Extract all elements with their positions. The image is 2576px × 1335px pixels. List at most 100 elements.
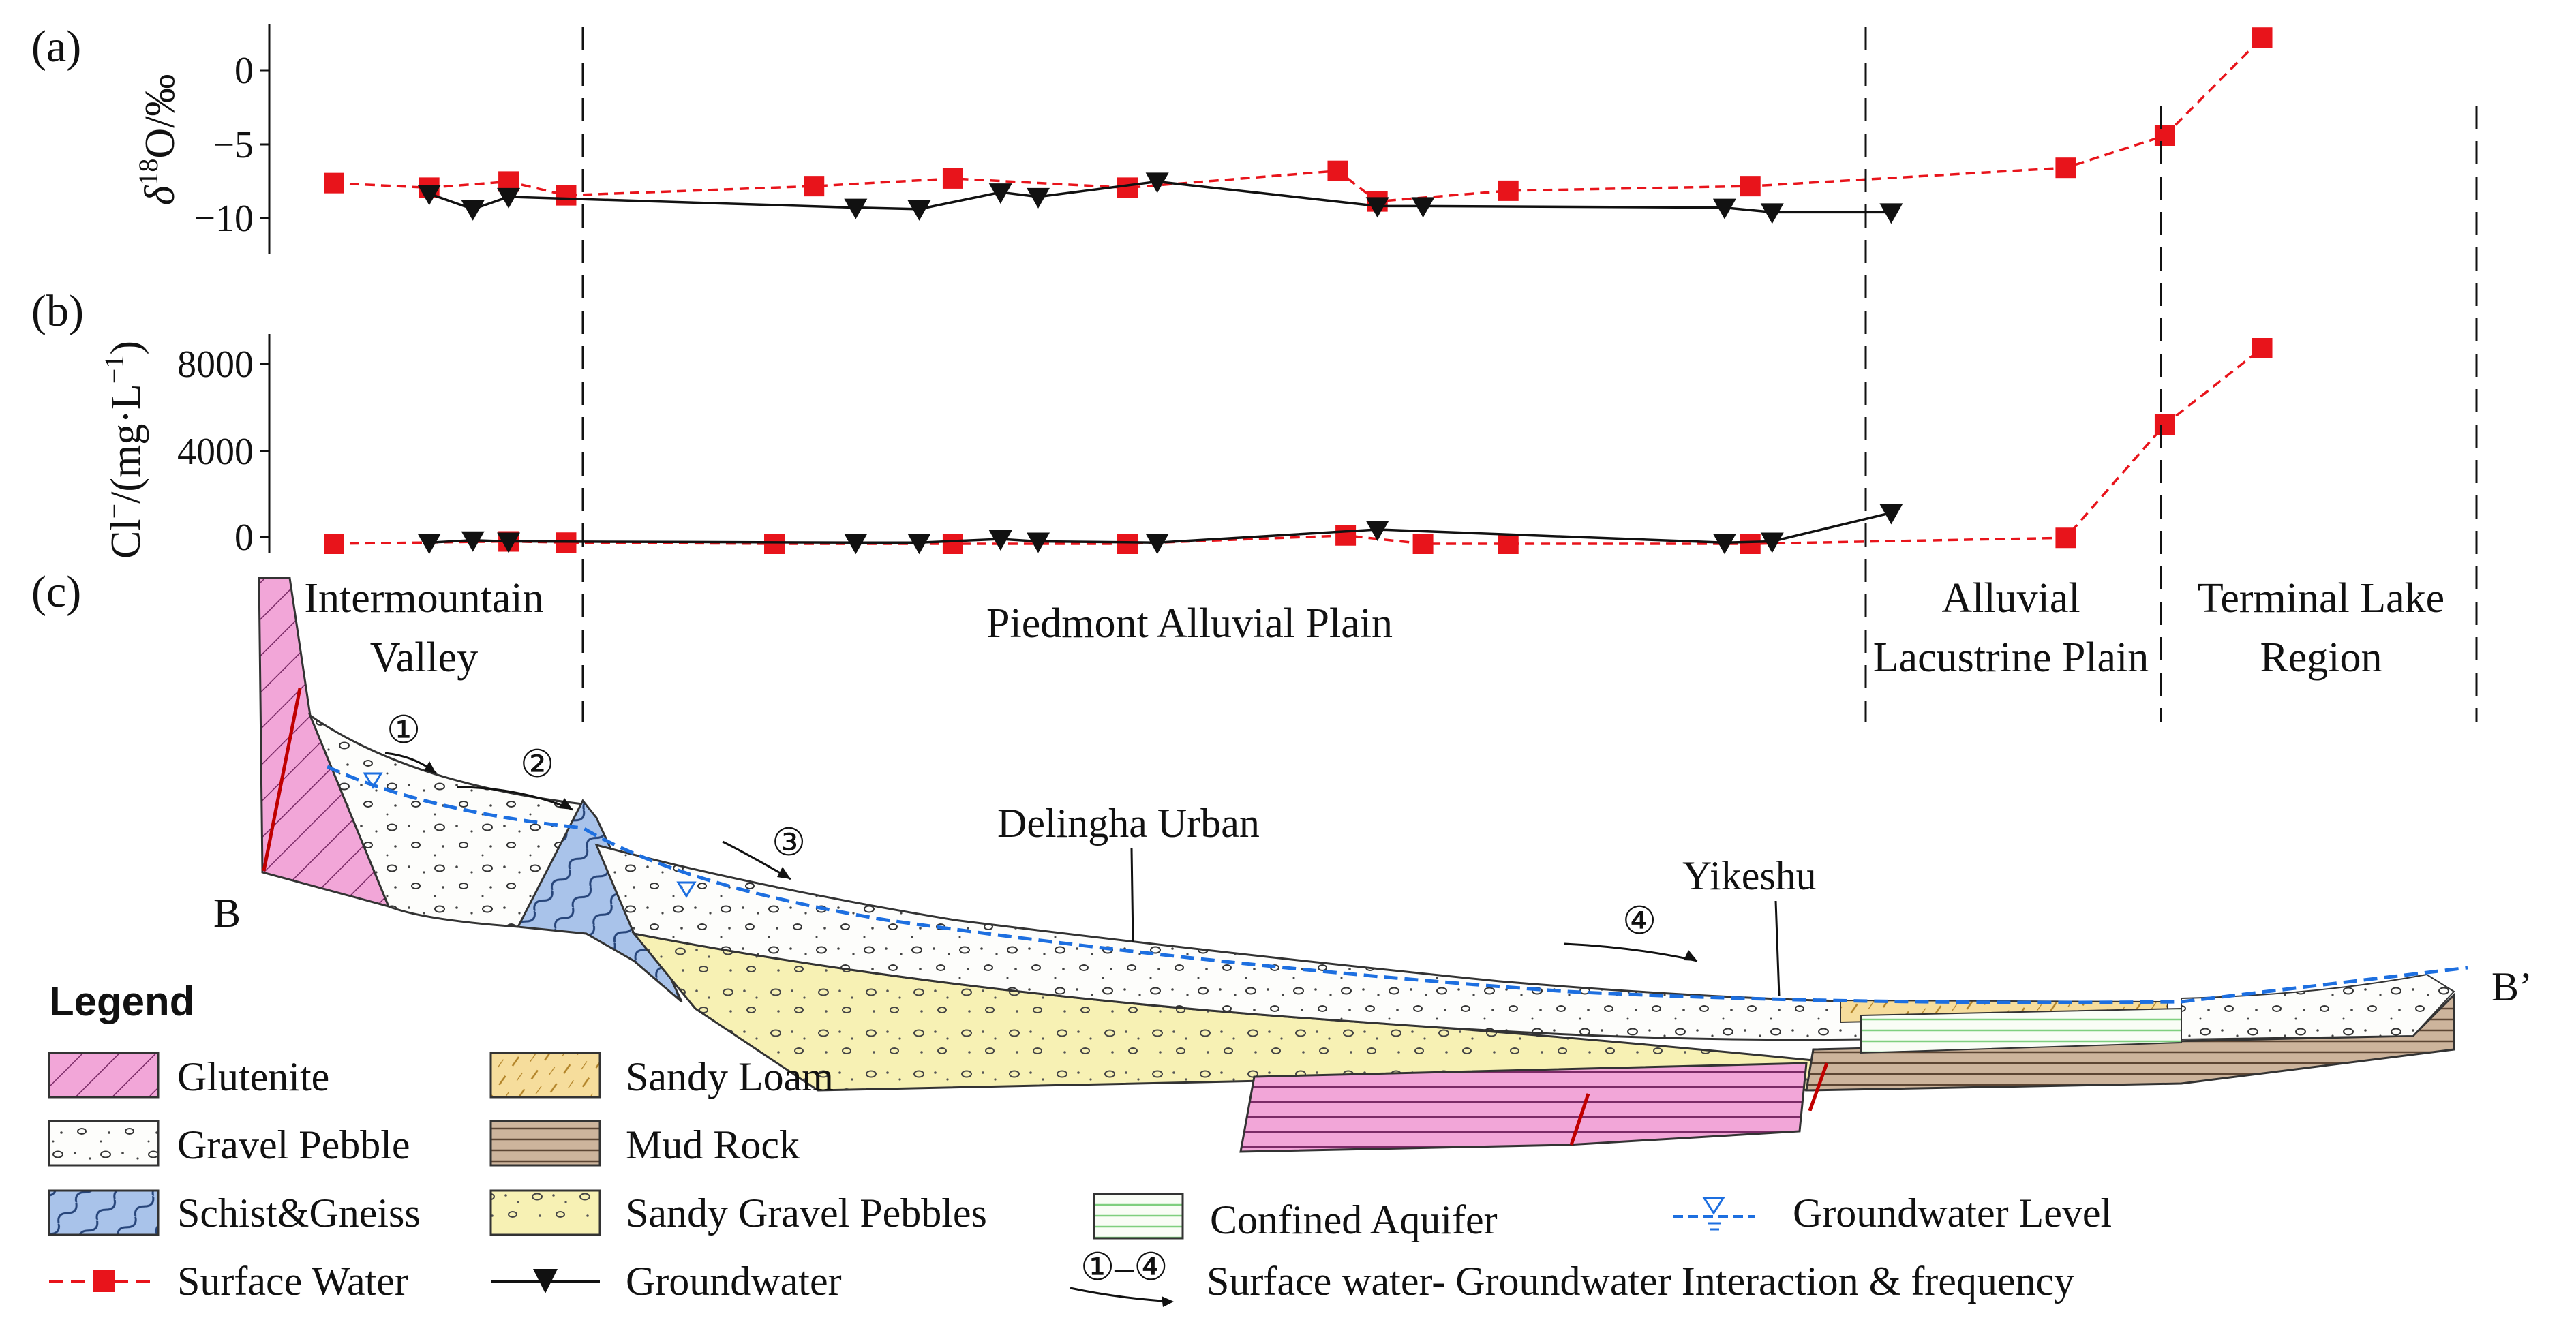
interaction-legend-arrow-icon bbox=[1070, 1287, 1173, 1303]
cross-section bbox=[258, 577, 2468, 1153]
fault-line bbox=[1569, 1093, 1590, 1146]
panel-a-tick-label: −10 bbox=[194, 198, 254, 240]
place-delingha-urban: Delingha Urban bbox=[997, 801, 1260, 846]
region-alluvial-lacustrine-line1: Alluvial bbox=[1941, 575, 2080, 622]
arrow-head-icon bbox=[424, 761, 436, 773]
data-point-surface-water bbox=[2154, 125, 2175, 147]
panel-b-ticks: 8000 4000 0 bbox=[177, 343, 269, 559]
data-point-surface-water bbox=[804, 176, 825, 197]
data-point-groundwater bbox=[1879, 203, 1903, 224]
data-point-groundwater bbox=[988, 183, 1012, 204]
arrow-head-icon bbox=[1162, 1296, 1174, 1307]
panel-b-tick-label: 8000 bbox=[177, 343, 254, 386]
data-point-surface-water bbox=[1498, 180, 1519, 201]
place-pointer bbox=[1774, 900, 1781, 997]
interaction-arrow bbox=[1564, 942, 1698, 962]
region-terminal-lake-line1: Terminal Lake bbox=[2198, 575, 2444, 622]
panel-a-label: (a) bbox=[31, 22, 81, 72]
sandy-loam-swatch-icon bbox=[489, 1052, 601, 1099]
data-point-surface-water bbox=[1412, 534, 1434, 554]
data-point-groundwater bbox=[1760, 203, 1784, 224]
interaction-marker-1: ① bbox=[387, 709, 421, 752]
series-line-surface-water bbox=[333, 347, 2263, 545]
data-point-surface-water bbox=[556, 185, 577, 206]
legend-interaction: Surface water- Groundwater Interaction &… bbox=[1207, 1259, 2074, 1304]
arrow-head-icon bbox=[777, 867, 791, 879]
data-point-surface-water bbox=[2055, 527, 2076, 549]
legend: Legend Glutenite Gravel Pebble Schist&Gn… bbox=[48, 979, 2112, 1307]
panel-a: (a) 0 −5 −10 δ18O/‰ bbox=[31, 22, 2273, 254]
data-point-groundwater bbox=[1712, 198, 1736, 219]
data-point-surface-water bbox=[2055, 157, 2076, 179]
data-point-groundwater bbox=[1879, 504, 1903, 525]
data-point-surface-water bbox=[1327, 160, 1348, 181]
data-point-groundwater bbox=[844, 198, 868, 219]
arrow-head-icon bbox=[559, 798, 573, 810]
data-point-groundwater bbox=[1760, 532, 1784, 553]
legend-groundwater: Groundwater bbox=[626, 1259, 842, 1304]
data-point-surface-water bbox=[2154, 414, 2175, 435]
arrow-head-icon bbox=[1684, 950, 1697, 961]
legend-title: Legend bbox=[49, 979, 194, 1024]
confined-aquifer-swatch-icon bbox=[1093, 1193, 1184, 1240]
data-point-surface-water bbox=[2252, 27, 2273, 48]
data-point-groundwater bbox=[461, 200, 485, 221]
panel-b: (b) 8000 4000 0 Cl−/(mg·L−1) bbox=[31, 286, 2273, 559]
data-point-groundwater bbox=[1145, 534, 1169, 555]
series-line-surface-water bbox=[333, 36, 2263, 203]
place-yikeshu: Yikeshu bbox=[1682, 853, 1817, 898]
region-terminal-lake-line2: Region bbox=[2260, 634, 2382, 681]
data-point-surface-water bbox=[1740, 534, 1761, 554]
data-point-groundwater bbox=[461, 531, 485, 552]
panel-a-plot bbox=[324, 27, 2273, 224]
data-point-surface-water bbox=[942, 168, 963, 189]
section-labels: B B’ Delingha Urban Yikeshu bbox=[213, 801, 2532, 1009]
interaction-marker-3: ③ bbox=[772, 822, 806, 864]
legend-schist-gneiss: Schist&Gneiss bbox=[177, 1191, 421, 1236]
schist-gneiss-ridge bbox=[516, 799, 683, 1003]
data-point-groundwater bbox=[844, 534, 868, 555]
legend-sandy-loam: Sandy Loam bbox=[626, 1054, 834, 1099]
data-point-groundwater bbox=[497, 532, 521, 553]
legend-gravel-pebble: Gravel Pebble bbox=[177, 1122, 410, 1167]
legend-glutenite: Glutenite bbox=[177, 1054, 329, 1099]
region-piedmont-alluvial-plain: Piedmont Alluvial Plain bbox=[986, 600, 1393, 647]
terminal-gravel-wedge bbox=[2181, 973, 2455, 1041]
data-point-surface-water bbox=[324, 534, 344, 554]
data-point-groundwater bbox=[1027, 187, 1050, 209]
data-point-surface-water bbox=[1117, 177, 1138, 198]
section-end-label: B’ bbox=[2491, 964, 2532, 1009]
legend-surface-water: Surface Water bbox=[177, 1259, 408, 1304]
data-point-groundwater bbox=[1712, 534, 1736, 555]
panel-b-tick-label: 4000 bbox=[177, 431, 254, 473]
panel-b-label: (b) bbox=[31, 286, 84, 336]
data-point-surface-water bbox=[942, 534, 963, 554]
region-dividers bbox=[581, 27, 2478, 722]
data-point-surface-water bbox=[1335, 525, 1357, 546]
interaction-arrow bbox=[456, 786, 573, 811]
legend-confined-aquifer: Confined Aquifer bbox=[1210, 1197, 1498, 1242]
interaction-markers: ① ② ③ ④ bbox=[384, 709, 1698, 962]
glutenite-block bbox=[1239, 1062, 1808, 1153]
panel-c-label: (c) bbox=[31, 567, 81, 617]
data-point-groundwater bbox=[907, 200, 931, 221]
legend-groundwater-level: Groundwater Level bbox=[1793, 1191, 2112, 1236]
data-point-groundwater bbox=[1411, 197, 1435, 218]
data-point-surface-water bbox=[1498, 534, 1519, 554]
region-intermountain-valley-line2: Valley bbox=[370, 634, 478, 681]
gravel-pebble-swatch-icon bbox=[48, 1120, 160, 1167]
confined-aquifer-lens bbox=[1860, 1007, 2182, 1054]
groundwater-level-icon bbox=[363, 772, 383, 789]
legend-sandy-gravel-pebbles: Sandy Gravel Pebbles bbox=[626, 1191, 987, 1236]
region-labels: Intermountain Valley Piedmont Alluvial P… bbox=[304, 575, 2444, 681]
data-point-groundwater bbox=[1365, 521, 1389, 541]
data-point-groundwater bbox=[1145, 172, 1169, 194]
data-point-surface-water bbox=[1740, 176, 1761, 197]
fault-line bbox=[262, 688, 302, 872]
place-pointer bbox=[1130, 848, 1134, 942]
data-point-surface-water bbox=[324, 172, 344, 194]
surface-water-marker-icon bbox=[93, 1270, 115, 1292]
groundwater-marker-icon bbox=[533, 1269, 558, 1293]
groundwater-level-legend-icon bbox=[1673, 1197, 1755, 1231]
